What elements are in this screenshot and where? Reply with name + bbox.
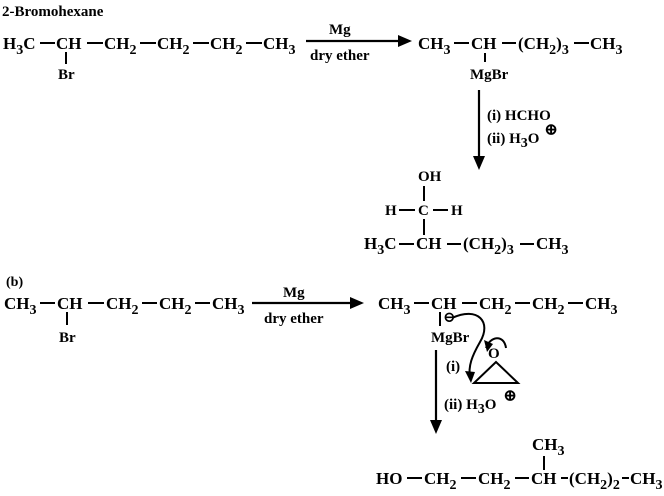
svg-text:CH3: CH3 xyxy=(585,294,618,318)
reagent-dry-ether: dry ether xyxy=(264,311,324,327)
svg-text:CH3: CH3 xyxy=(630,469,663,493)
atom-br: Br xyxy=(59,330,76,346)
svg-text:CH3: CH3 xyxy=(536,234,569,258)
atom-ch: CH xyxy=(471,34,497,53)
part-b-arrow-mg: Mg dry ether xyxy=(252,285,364,327)
atom-oh: OH xyxy=(418,169,442,185)
part-a-grignard: CH3 CH (CH2)3 CH3 MgBr xyxy=(418,34,623,83)
reagent-h3o: (ii) H3O xyxy=(487,131,539,151)
svg-text:CH2: CH2 xyxy=(424,469,457,493)
epoxide-ring xyxy=(471,360,521,384)
chain-ch2-3: (CH2)3 xyxy=(518,34,569,58)
atom-ch3: CH3 xyxy=(263,34,296,58)
reagent-mg: Mg xyxy=(283,285,305,301)
epoxide-oxygen: O xyxy=(488,346,500,362)
part-b-arrow-epoxide: (i) (ii) H3O ⊕ xyxy=(430,350,517,434)
chain-ch2-3: (CH2)3 xyxy=(463,234,514,258)
part-a-arrow-hcho: (i) HCHO (ii) H3O ⊕ xyxy=(473,90,558,170)
part-b-reactant: CH3 CH CH2 CH2 CH3 Br xyxy=(4,294,245,346)
part-b-grignard: CH3 CH CH2 CH2 CH3 ⊖ MgBr xyxy=(378,294,618,346)
svg-text:CH2: CH2 xyxy=(106,294,139,318)
reagent-h3o: (ii) H3O xyxy=(444,397,496,417)
atom-h3c: H xyxy=(3,34,16,53)
atom-mgbr: MgBr xyxy=(431,330,470,346)
svg-text:H3C: H3C xyxy=(3,34,36,58)
atom-ch: CH xyxy=(531,469,557,488)
curved-arrow xyxy=(451,312,486,379)
atom-ch: CH xyxy=(56,34,82,53)
svg-text:H3C: H3C xyxy=(364,234,397,258)
part-b-mechanism: O xyxy=(451,312,521,384)
atom-h: H xyxy=(385,203,397,219)
part-a-product: OH H C H H3C CH (CH2)3 CH3 xyxy=(364,169,569,258)
atom-h: H xyxy=(451,203,463,219)
svg-text:CH2: CH2 xyxy=(478,469,511,493)
atom-ch3: CH3 xyxy=(532,435,565,459)
svg-text:CH3: CH3 xyxy=(378,294,411,318)
reagent-hcho: (i) HCHO xyxy=(487,108,551,124)
svg-text:CH3: CH3 xyxy=(418,34,451,58)
reagent-epoxide: (i) xyxy=(446,359,460,375)
negative-charge-icon: ⊖ xyxy=(443,310,456,326)
atom-c: C xyxy=(418,203,429,219)
atom-br: Br xyxy=(58,67,75,83)
reagent-mg: Mg xyxy=(329,22,351,38)
part-a-arrow-mg: Mg dry ether xyxy=(306,22,412,64)
svg-text:CH3: CH3 xyxy=(590,34,623,58)
svg-text:CH2: CH2 xyxy=(159,294,192,318)
svg-text:CH2: CH2 xyxy=(532,294,565,318)
atom-ch: CH xyxy=(416,234,442,253)
subscript: 3 xyxy=(16,43,23,58)
atom-ch: CH xyxy=(57,294,83,313)
svg-text:CH3: CH3 xyxy=(4,294,37,318)
atom-ho: HO xyxy=(376,469,402,488)
svg-text:CH2: CH2 xyxy=(479,294,512,318)
positive-charge-icon: ⊕ xyxy=(544,120,558,139)
atom-ch2: CH2 xyxy=(157,34,190,58)
atom-ch: CH xyxy=(431,294,457,313)
part-b-product: CH3 HO CH2 CH2 CH (CH2)2 CH3 xyxy=(376,435,663,493)
chain-ch2-2: (CH2)2 xyxy=(569,469,620,493)
positive-charge-icon: ⊕ xyxy=(503,386,517,405)
reagent-dry-ether: dry ether xyxy=(310,48,370,64)
part-a-title: 2-Bromohexane xyxy=(2,4,104,20)
svg-text:CH3: CH3 xyxy=(212,294,245,318)
part-a-reactant: H3C CH CH2 CH2 CH2 CH3 Br xyxy=(3,34,296,83)
atom-ch2: CH2 xyxy=(210,34,243,58)
atom-ch2: CH2 xyxy=(104,34,137,58)
atom-mgbr: MgBr xyxy=(470,67,509,83)
part-b-label: (b) xyxy=(6,275,23,290)
